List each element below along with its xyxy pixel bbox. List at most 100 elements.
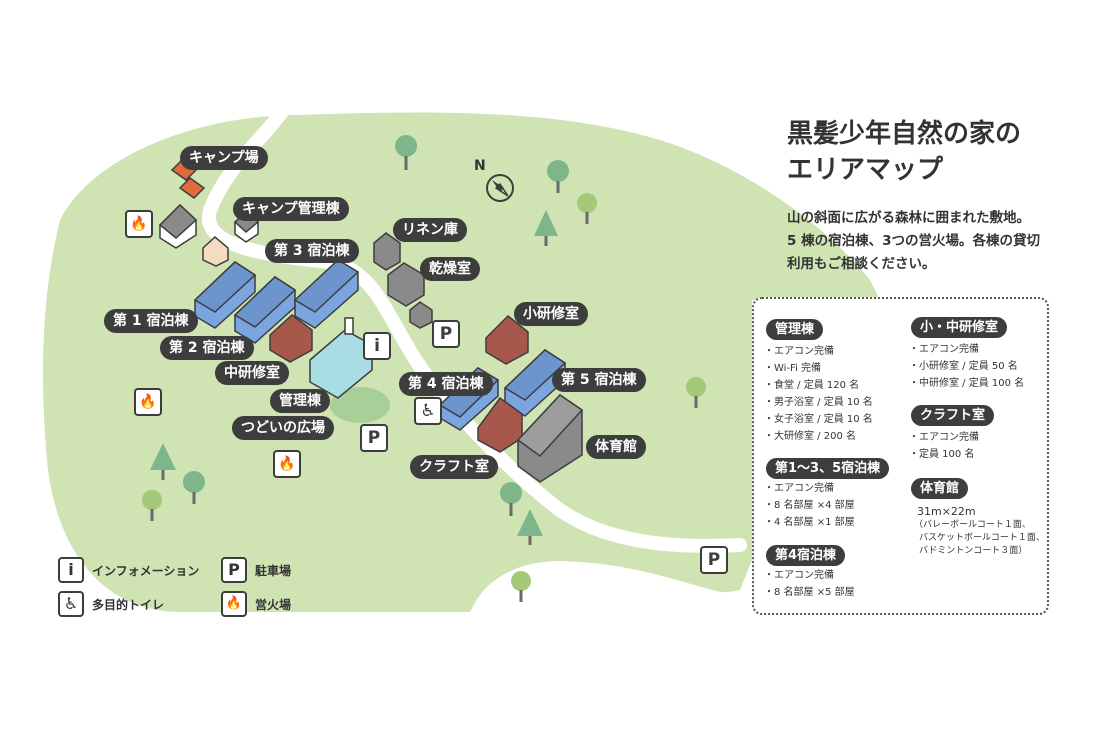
panel-label-dorm4: 第4宿泊棟 — [766, 545, 846, 566]
compass-icon — [486, 174, 514, 202]
panel-label-study: 小・中研修室 — [911, 317, 1008, 338]
label-dorm-1: 第 1 宿泊棟 — [104, 309, 198, 333]
label-dorm-3: 第 3 宿泊棟 — [265, 239, 359, 263]
road-lower — [471, 560, 759, 619]
parking-icon: P — [700, 546, 728, 574]
gym-note: バドミントンコート３面） — [919, 546, 1028, 556]
tree-icon — [142, 490, 162, 521]
panel-label-craft: クラフト室 — [911, 405, 995, 426]
gym-note: （バレーボールコート１面、 — [914, 520, 1031, 530]
panel-list-dorm4: エアコン完備 8 名部屋 ×5 部屋 — [764, 567, 855, 601]
legend-info: i インフォメーション — [58, 557, 199, 583]
tree-icon — [150, 443, 176, 480]
tree-icon — [547, 160, 569, 193]
parking-icon: P — [360, 424, 388, 452]
linen-storage-building — [373, 232, 401, 271]
list-item: エアコン完備 — [764, 567, 855, 584]
panel-list-study: エアコン完備 小研修室 / 定員 50 名 中研修室 / 定員 100 名 — [909, 341, 1024, 392]
wheelchair-icon: ♿ — [58, 591, 84, 617]
label-camp: キャンプ場 — [180, 146, 268, 170]
legend-parking: P 駐車場 — [221, 557, 291, 583]
description-line: 山の斜面に広がる森林に囲まれた敷地。 — [787, 210, 1030, 226]
title-line: エリアマップ — [787, 155, 944, 185]
list-item: 中研修室 / 定員 100 名 — [909, 375, 1024, 392]
dorm-2-building — [233, 276, 297, 344]
wheelchair-icon: ♿ — [414, 397, 442, 425]
list-item: エアコン完備 — [764, 343, 873, 360]
tree-icon — [500, 482, 522, 516]
parking-icon: P — [432, 320, 460, 348]
label-mid-study: 中研修室 — [215, 361, 289, 385]
fire-icon: 🔥 — [134, 388, 162, 416]
gym-size: 31m×22m — [917, 505, 976, 518]
info-icon: i — [58, 557, 84, 583]
label-dorm-4: 第 4 宿泊棟 — [399, 372, 493, 396]
fire-icon: 🔥 — [273, 450, 301, 478]
list-item: 食堂 / 定員 120 名 — [764, 377, 873, 394]
tree-icon — [511, 571, 531, 602]
tree-icon — [395, 135, 417, 170]
info-icon: i — [363, 332, 391, 360]
admin-building — [309, 317, 373, 399]
legend-info-label: インフォメーション — [92, 563, 200, 578]
label-camp-admin: キャンプ管理棟 — [233, 197, 349, 221]
panel-label-gym: 体育館 — [911, 478, 969, 499]
description-line: 利用もご相談ください。 — [787, 256, 936, 272]
camp-cabin — [158, 203, 198, 249]
tree-icon — [183, 471, 205, 504]
label-dry: 乾燥室 — [420, 257, 480, 281]
label-small-study: 小研修室 — [514, 302, 588, 326]
list-item: 8 名部屋 ×5 部屋 — [764, 584, 855, 601]
panel-label-dorms: 第1〜3、5宿泊棟 — [766, 458, 890, 479]
small-study-building — [485, 314, 529, 365]
list-item: 男子浴室 / 定員 10 名 — [764, 394, 873, 411]
page-title: 黒髪少年自然の家の エリアマップ — [787, 116, 1021, 188]
list-item: 女子浴室 / 定員 10 名 — [764, 411, 873, 428]
label-admin: 管理棟 — [270, 389, 330, 413]
tree-icon — [534, 210, 558, 246]
gym-note: バスケットボールコート１面、 — [919, 533, 1045, 543]
small-cabin — [202, 236, 229, 267]
facility-info-panel: 管理棟 エアコン完備 Wi-Fi 完備 食堂 / 定員 120 名 男子浴室 /… — [752, 297, 1049, 615]
list-item: エアコン完備 — [909, 429, 979, 446]
road-main — [201, 93, 747, 553]
tree-icon — [517, 509, 543, 545]
panel-list-craft: エアコン完備 定員 100 名 — [909, 429, 979, 463]
list-item: 小研修室 / 定員 50 名 — [909, 358, 1024, 375]
list-item: Wi-Fi 完備 — [764, 360, 873, 377]
panel-list-dorms: エアコン完備 8 名部屋 ×4 部屋 4 名部屋 ×1 部屋 — [764, 480, 855, 531]
description: 山の斜面に広がる森林に囲まれた敷地。 5 棟の宿泊棟、3つの営火場。各棟の貸切 … — [787, 207, 1040, 276]
fire-icon: 🔥 — [221, 591, 247, 617]
tree-icon — [686, 377, 706, 408]
label-plaza: つどいの広場 — [232, 416, 334, 440]
tree-icon — [577, 193, 597, 224]
dorm-5-building — [503, 349, 567, 417]
description-line: 5 棟の宿泊棟、3つの営火場。各棟の貸切 — [787, 233, 1040, 249]
label-dorm-2: 第 2 宿泊棟 — [160, 336, 254, 360]
legend-toilet: ♿ 多目的トイレ — [58, 591, 164, 617]
label-dorm-5: 第 5 宿泊棟 — [552, 368, 646, 392]
parking-icon: P — [221, 557, 247, 583]
list-item: 大研修室 / 200 名 — [764, 428, 873, 445]
list-item: 8 名部屋 ×4 部屋 — [764, 497, 855, 514]
compass-label: N — [474, 158, 486, 174]
plaza-area — [330, 387, 390, 423]
label-gym: 体育館 — [586, 435, 646, 459]
legend-fire-label: 営火場 — [255, 597, 292, 612]
list-item: エアコン完備 — [764, 480, 855, 497]
panel-list-admin: エアコン完備 Wi-Fi 完備 食堂 / 定員 120 名 男子浴室 / 定員 … — [764, 343, 873, 445]
title-line: 黒髪少年自然の家の — [787, 119, 1022, 149]
list-item: エアコン完備 — [909, 341, 1024, 358]
list-item: 定員 100 名 — [909, 446, 979, 463]
label-linen: リネン庫 — [393, 218, 467, 242]
panel-label-admin: 管理棟 — [766, 319, 824, 340]
fire-icon: 🔥 — [125, 210, 153, 238]
legend-toilet-label: 多目的トイレ — [92, 597, 165, 612]
gym-building — [516, 394, 584, 483]
legend-parking-label: 駐車場 — [255, 563, 292, 578]
list-item: 4 名部屋 ×1 部屋 — [764, 514, 855, 531]
mid-study-building — [269, 314, 313, 363]
camp-tent — [170, 159, 206, 199]
label-craft: クラフト室 — [410, 455, 498, 479]
